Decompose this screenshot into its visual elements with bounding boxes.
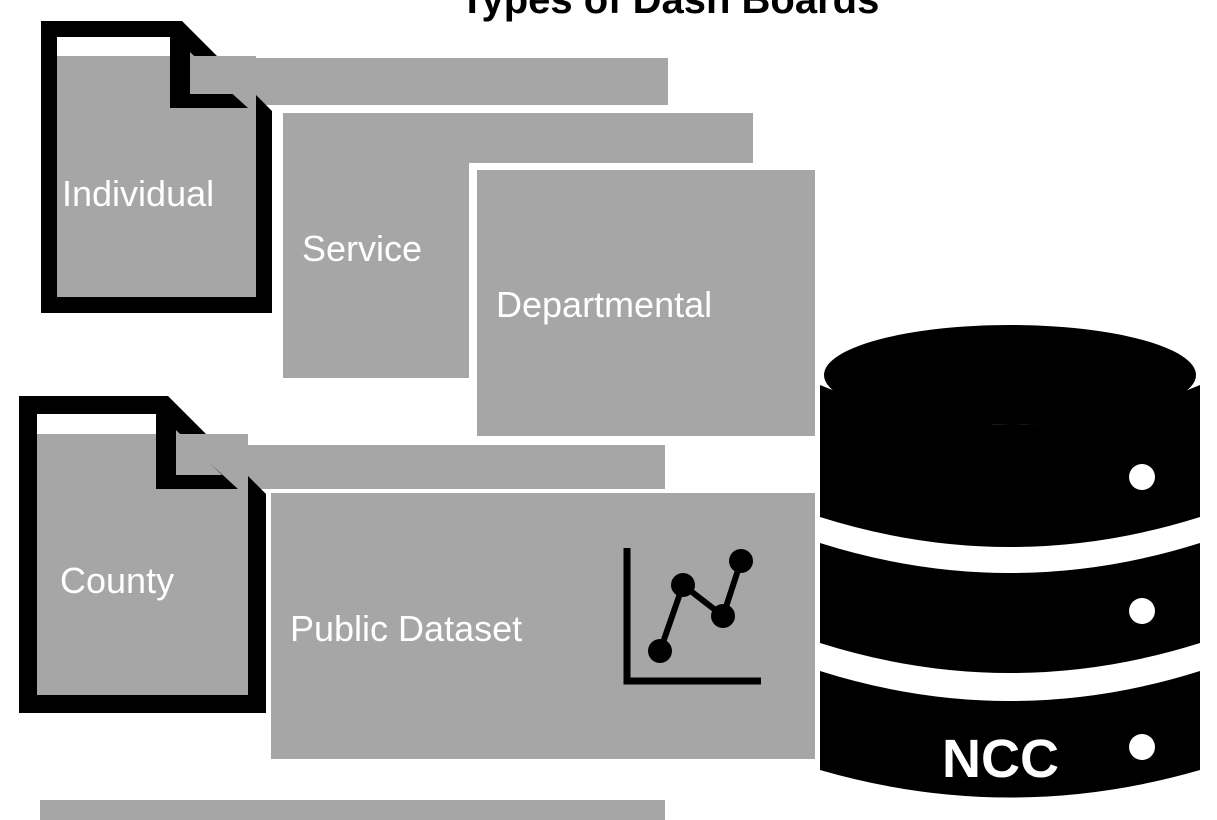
- departmental-box: [477, 170, 815, 436]
- departmental-label: Departmental: [496, 284, 713, 325]
- document-icon: [19, 396, 266, 713]
- service-label: Service: [302, 228, 423, 269]
- panel-strip-top: [178, 58, 668, 105]
- public-dataset-label: Public Dataset: [290, 608, 523, 649]
- document-icon: [41, 21, 272, 313]
- database-label: NCC: [942, 729, 1059, 789]
- panel-strip-bottom: [40, 800, 665, 820]
- county-label: County: [60, 560, 175, 601]
- service-box: [283, 113, 469, 378]
- database-icon: [820, 325, 1200, 798]
- individual-label: Individual: [62, 173, 215, 214]
- diagram-title: Types of Dash Boards: [460, 0, 880, 22]
- line-chart-icon: [623, 548, 761, 685]
